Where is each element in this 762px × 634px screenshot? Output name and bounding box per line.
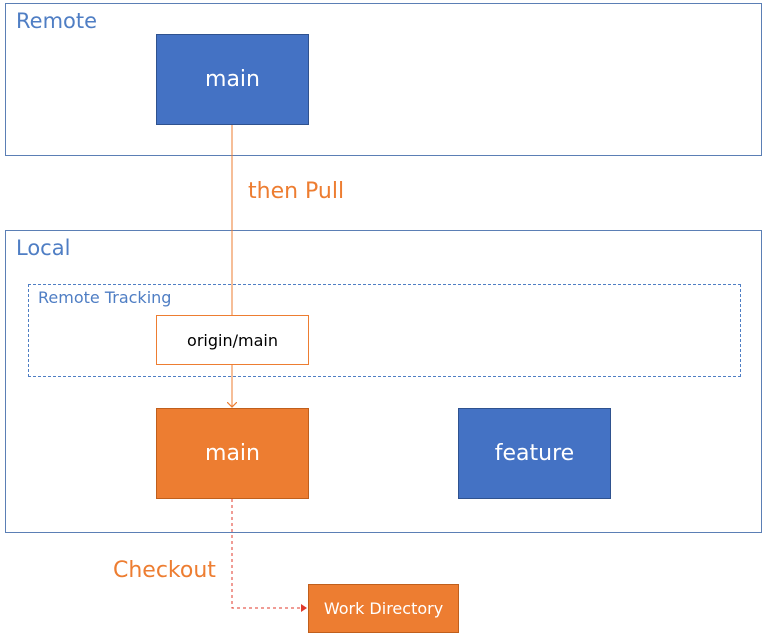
local-main-label: main: [205, 441, 260, 466]
pull-label: then Pull: [248, 179, 345, 204]
remote-tracking-label: Remote Tracking: [38, 288, 172, 307]
feature-node[interactable]: feature: [458, 408, 611, 499]
remote-label: Remote: [16, 9, 98, 33]
feature-label: feature: [494, 441, 575, 466]
origin-main-node[interactable]: origin/main: [156, 315, 309, 365]
work-directory-label: Work Directory: [323, 599, 444, 618]
remote-tracking-frame: [28, 284, 741, 377]
checkout-label: Checkout: [113, 558, 216, 583]
remote-main-label: main: [205, 67, 260, 92]
local-label: Local: [16, 236, 71, 260]
checkout-arrow: [231, 499, 307, 612]
remote-main-node[interactable]: main: [156, 34, 309, 125]
work-directory-node[interactable]: Work Directory: [308, 584, 459, 633]
local-main-node[interactable]: main: [156, 408, 309, 499]
origin-main-label: origin/main: [187, 330, 278, 350]
